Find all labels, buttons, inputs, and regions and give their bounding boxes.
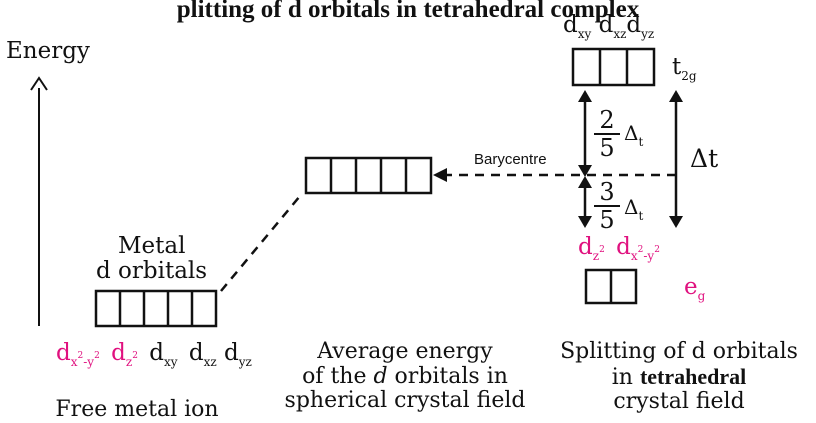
- metal-heading-line2: d orbitals: [96, 258, 208, 284]
- t2g-orbital-box: [571, 47, 656, 87]
- lower-fraction: 3 5: [594, 180, 620, 232]
- spherical-caption-line2: of the d orbitals in: [302, 363, 508, 389]
- orbital-label-dyz-t2g: dyz: [626, 12, 655, 41]
- orbital-label-dxy: dxy: [149, 340, 178, 369]
- spherical-caption-line3: spherical crystal field: [284, 388, 526, 414]
- lower-split-arrowhead-bottom: [578, 216, 592, 228]
- free-ion-caption: Free metal ion: [55, 397, 219, 422]
- orbital-label-dz2: dz2: [111, 340, 138, 369]
- total-split-arrowhead-bottom: [669, 216, 683, 228]
- eg-orbital-labels: dz2 dx2-y2: [578, 234, 660, 263]
- orbital-label-dxz-t2g: dxz: [598, 12, 627, 41]
- orbital-label-dx2y2-eg: dx2-y2: [616, 234, 660, 263]
- barycentre-arrowhead: [433, 168, 447, 182]
- tetrahedral-caption: Splitting of d orbitals in tetrahedral c…: [544, 339, 814, 415]
- eg-orbital-box: [584, 268, 638, 305]
- total-split-arrowhead-top: [669, 90, 683, 102]
- upper-fraction: 2 5: [594, 108, 620, 160]
- energy-label: Energy: [6, 38, 90, 64]
- tetrahedral-caption-line2: in tetrahedral: [611, 363, 747, 390]
- t2g-label: t2g: [672, 54, 697, 83]
- spherical-caption-line1: Average energy: [317, 339, 493, 364]
- connector-dashed-line: [220, 195, 301, 292]
- upper-split-arrowhead-bottom: [578, 165, 592, 177]
- orbital-label-dxz: dxz: [188, 340, 217, 369]
- orbital-label-dx2y2: dx2-y2: [56, 340, 100, 369]
- tetrahedral-caption-line1: Splitting of d orbitals: [560, 339, 798, 364]
- upper-fraction-delta: Δt: [624, 121, 644, 149]
- spherical-orbital-box: [304, 156, 433, 195]
- orbital-label-dyz: dyz: [223, 340, 252, 369]
- eg-label: eg: [684, 274, 706, 303]
- free-ion-orbital-box: [94, 289, 218, 328]
- lower-fraction-delta: Δt: [624, 195, 644, 223]
- lower-split-arrowhead-top: [578, 176, 592, 188]
- diagram-title: plitting of d orbitals in tetrahedral co…: [176, 0, 640, 23]
- barycentre-label: Barycentre: [474, 151, 547, 168]
- metal-heading-line1: Metal: [118, 233, 186, 259]
- total-split-delta: Δt: [690, 144, 719, 173]
- orbital-label-dz2-eg: dz2: [578, 234, 605, 263]
- free-ion-orbital-labels: dx2-y2 dz2 dxy dxz dyz: [56, 340, 252, 369]
- t2g-orbital-labels: dxy dxzdyz: [563, 12, 655, 41]
- tetrahedral-caption-line3: crystal field: [613, 389, 745, 415]
- spherical-caption: Average energy of the d orbitals in sphe…: [272, 339, 538, 414]
- upper-split-arrowhead-top: [578, 90, 592, 102]
- energy-axis-arrowhead: [30, 76, 48, 91]
- orbital-label-dxy-t2g: dxy: [563, 12, 592, 41]
